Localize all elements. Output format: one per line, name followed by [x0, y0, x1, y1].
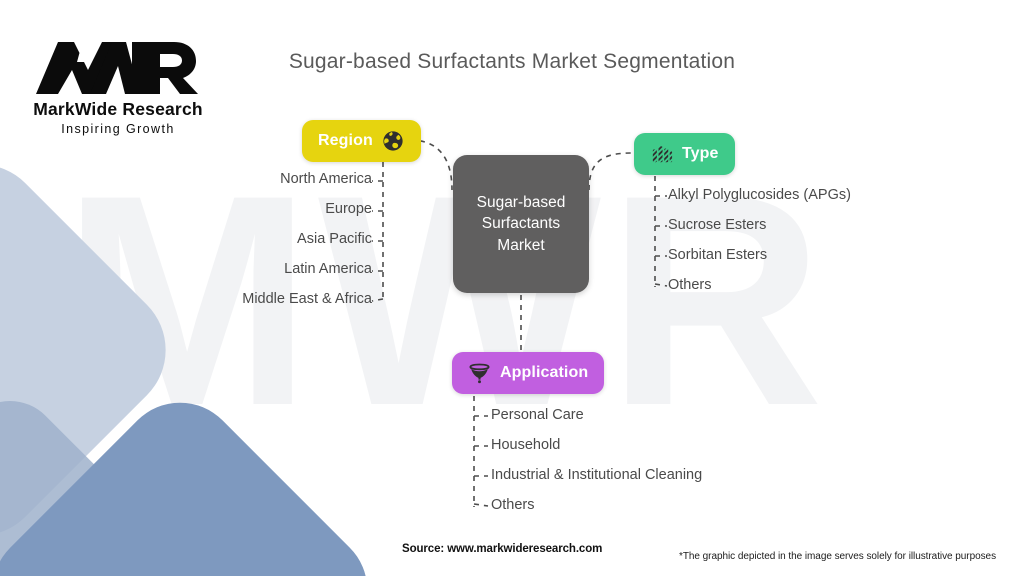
branch-badge-region[interactable]: Region [302, 120, 421, 162]
branch-badge-type[interactable]: Type [634, 133, 735, 175]
list-item: Others [668, 277, 712, 293]
branch-badge-type-label: Type [682, 145, 719, 162]
source-label[interactable]: Source: www.markwideresearch.com [402, 543, 603, 555]
branch-badge-application-label: Application [500, 364, 589, 381]
branch-badge-application[interactable]: Application [452, 352, 605, 394]
center-node-label: Sugar-based Surfactants Market [476, 193, 566, 254]
list-item: Middle East & Africa [242, 291, 372, 307]
funnel-drop-icon [468, 362, 491, 385]
brand-name: MarkWide Research [33, 99, 203, 119]
list-item: Sucrose Esters [668, 217, 767, 233]
branch-badge-region-label: Region [318, 132, 373, 149]
bar-chart-icon [650, 143, 673, 166]
list-item: Industrial & Institutional Cleaning [491, 467, 703, 483]
branch-items-region: North America Europe Asia Pacific Latin … [0, 172, 372, 322]
list-item: Others [491, 497, 535, 513]
list-item: Personal Care [491, 407, 584, 423]
brand-logo: MarkWide Research Inspiring Growth [28, 36, 208, 136]
list-item: Latin America [284, 261, 372, 277]
list-item: Asia Pacific [297, 231, 372, 247]
list-item: Sorbitan Esters [668, 247, 768, 263]
list-item: Alkyl Polyglucosides (APGs) [668, 187, 851, 203]
branch-items-type: Alkyl Polyglucosides (APGs) Sucrose Este… [668, 188, 851, 308]
globe-icon [382, 130, 405, 153]
list-item: Household [491, 437, 561, 453]
list-item: North America [280, 171, 372, 187]
mwr-monogram-icon [28, 36, 208, 98]
page-title: Sugar-based Surfactants Market Segmentat… [288, 50, 736, 73]
disclaimer-note: *The graphic depicted in the image serve… [679, 551, 997, 562]
branch-items-application: Personal Care Household Industrial & Ins… [491, 408, 702, 528]
center-node: Sugar-based Surfactants Market [453, 155, 589, 293]
brand-tagline: Inspiring Growth [61, 122, 175, 136]
list-item: Europe [325, 201, 372, 217]
